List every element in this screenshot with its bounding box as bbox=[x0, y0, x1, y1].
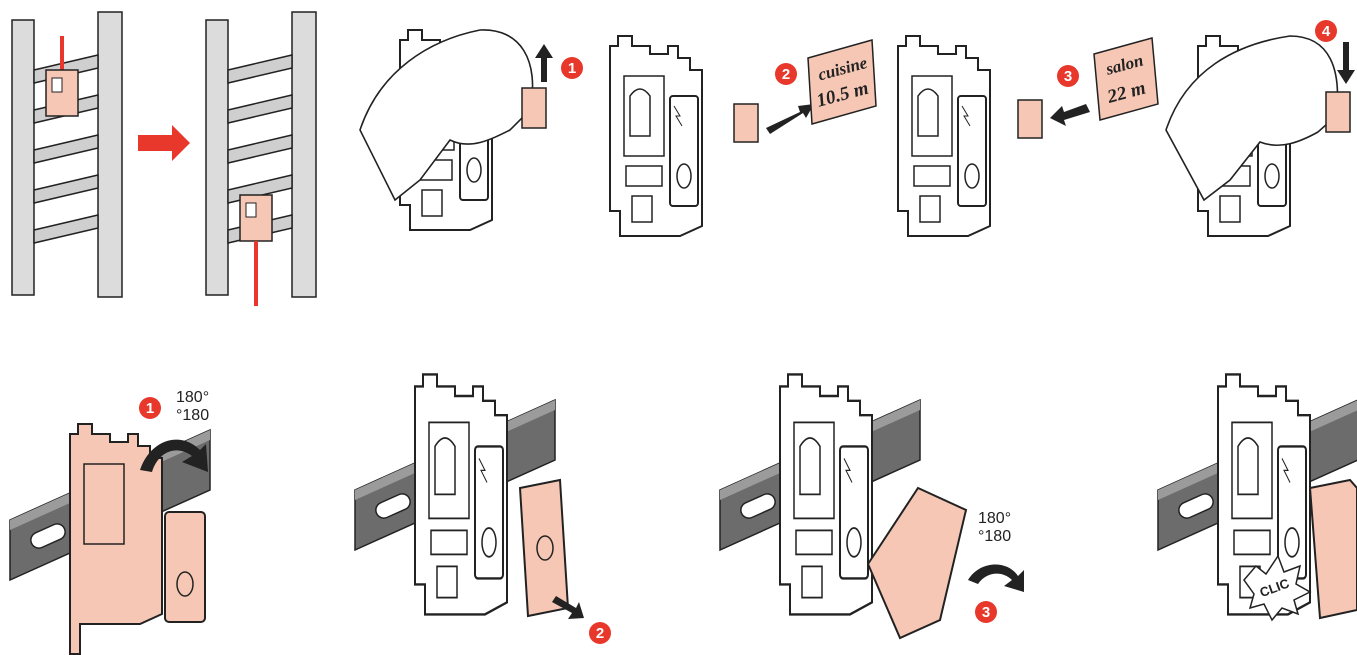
label-card-salon: salon 22 m bbox=[1093, 37, 1159, 121]
bottom-step3-badge: 3 bbox=[975, 601, 997, 623]
svg-text:1: 1 bbox=[146, 400, 154, 417]
top-step2-badge: 2 bbox=[775, 63, 797, 85]
rail-panel-1 bbox=[9, 423, 211, 655]
label-card-cuisine: cuisine 10.5 m bbox=[807, 39, 877, 125]
top-step3-badge: 3 bbox=[1057, 65, 1079, 87]
frame-before bbox=[11, 11, 123, 298]
svg-text:4: 4 bbox=[1322, 23, 1331, 40]
rotate-arrow-icon bbox=[140, 439, 208, 472]
svg-text:2: 2 bbox=[782, 66, 790, 83]
device-salon bbox=[897, 35, 1043, 237]
rail-panel-3 bbox=[719, 373, 968, 640]
device-push-label bbox=[1165, 35, 1351, 237]
device-cuisine bbox=[609, 35, 759, 237]
rotation-label-1b: °180 bbox=[176, 407, 209, 424]
top-step1-badge: 1 bbox=[561, 57, 583, 79]
rail-panel-4 bbox=[1157, 373, 1357, 620]
device-pull-label bbox=[359, 29, 547, 231]
svg-text:1: 1 bbox=[568, 60, 576, 77]
right-arrow-icon bbox=[766, 104, 814, 134]
rotation-label-1a: 180° bbox=[176, 389, 209, 406]
label-tab bbox=[521, 87, 547, 129]
left-arrow-icon bbox=[1050, 104, 1090, 126]
svg-text:3: 3 bbox=[982, 604, 990, 621]
svg-text:3: 3 bbox=[1064, 68, 1072, 85]
right-arrow-icon bbox=[138, 125, 190, 161]
bottom-step2-badge: 2 bbox=[589, 622, 611, 644]
rail-panel-2 bbox=[354, 373, 570, 618]
rotation-label-2b: °180 bbox=[978, 528, 1011, 545]
top-step4-badge: 4 bbox=[1315, 20, 1337, 42]
down-arrow-icon bbox=[1337, 42, 1355, 84]
right-arrow-icon bbox=[552, 596, 584, 619]
frame-after bbox=[205, 11, 317, 306]
rotate-arrow-icon bbox=[968, 564, 1024, 592]
clic-burst: CLIC bbox=[1243, 554, 1312, 622]
up-arrow-icon bbox=[535, 44, 553, 82]
bottom-step1-badge: 1 bbox=[139, 397, 161, 419]
svg-text:2: 2 bbox=[596, 625, 604, 642]
rotation-label-2a: 180° bbox=[978, 510, 1011, 527]
